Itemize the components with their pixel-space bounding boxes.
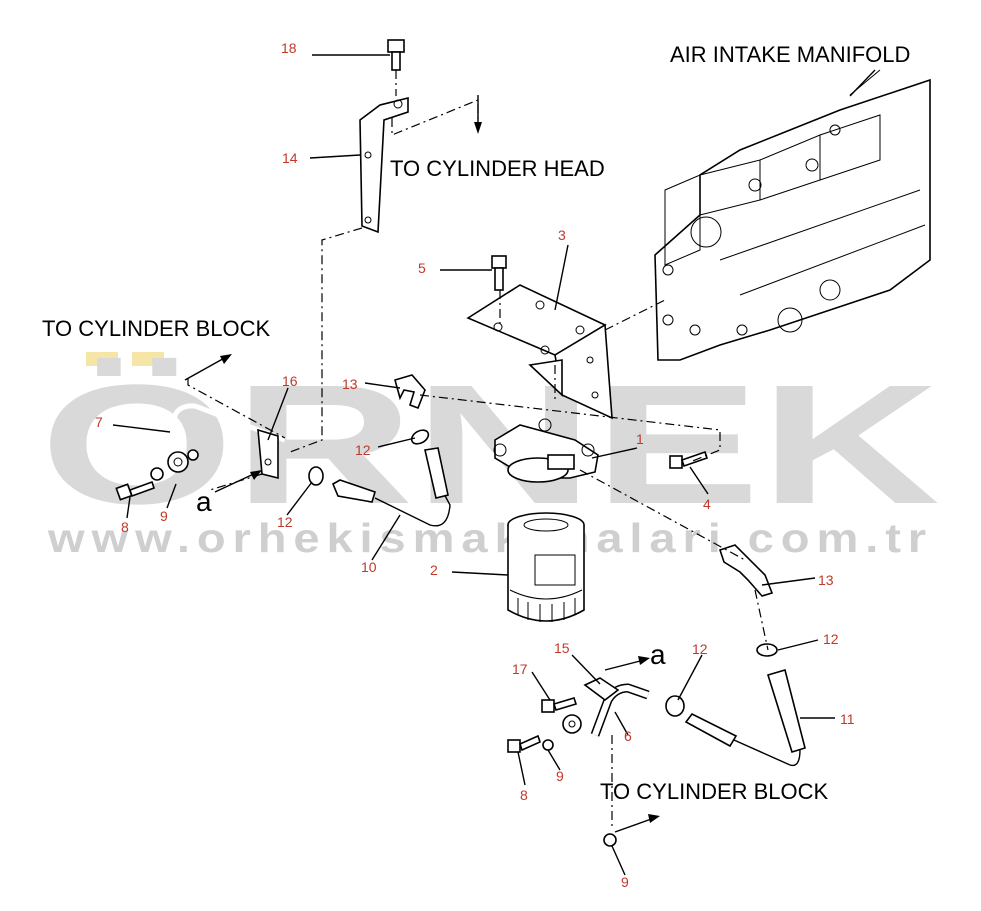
callout-17: 17 [512,661,528,677]
hose-11 [684,668,806,767]
arrows [184,69,876,833]
callout-13-top: 13 [342,376,358,392]
label-air-intake-manifold: AIR INTAKE MANIFOLD [670,42,910,67]
filter-head-1 [493,418,599,483]
bolt-18 [387,39,405,71]
callout-1: 1 [636,431,644,447]
callout-4: 4 [703,496,711,512]
washer-9-bottom [603,833,617,847]
label-to-cylinder-head: TO CYLINDER HEAD [390,156,605,181]
callout-12-bottom: 12 [692,641,708,657]
callout-2: 2 [430,562,438,578]
callout-numbers: 18 14 5 3 13 16 7 12 1 4 8 9 12 10 2 13 … [95,40,855,890]
bracket-15 [583,677,620,702]
label-to-cylinder-block-top: TO CYLINDER BLOCK [42,316,271,341]
callout-8-left: 8 [121,519,129,535]
bolt-17 [541,697,578,713]
callout-16: 16 [282,373,298,389]
washers-12 [308,429,778,717]
callout-13-right: 13 [818,572,834,588]
air-intake-manifold-drawing [654,69,931,361]
pipe-7 [150,403,286,481]
leader-lines [112,54,835,876]
callout-12-right: 12 [823,631,839,647]
bolt-8-bottom [507,734,554,753]
bolt-8-left [115,480,156,501]
bolt-4 [669,450,709,469]
callout-15: 15 [554,640,570,656]
elbow-13-top [394,374,426,410]
callout-6: 6 [624,728,632,744]
callout-3: 3 [558,227,566,243]
label-a-right: a [650,639,666,670]
watermark-url: www.orhekismakimalari.com.tr [47,515,933,561]
callout-9-left: 9 [160,508,168,524]
elbow-13-right [718,544,774,597]
callout-12-top: 12 [355,442,371,458]
callout-18: 18 [281,40,297,56]
callout-9-lowest: 9 [621,874,629,890]
callout-11: 11 [840,711,855,727]
callout-5: 5 [418,260,426,276]
watermark-word: ÖRNEK [40,350,940,540]
callout-9-bottom: 9 [556,768,564,784]
callout-8-bottom: 8 [520,787,528,803]
label-a-left: a [196,486,212,517]
callout-12-mid: 12 [277,514,293,530]
bolt-5 [491,255,507,291]
callout-7: 7 [95,414,103,430]
hose-10 [331,447,451,527]
clamp-16 [257,428,279,480]
callout-14: 14 [282,150,298,166]
watermark: ÖRNEK www.orhekismakimalari.com.tr [40,350,940,561]
bracket-3 [466,284,613,420]
callout-10: 10 [361,559,377,575]
label-to-cylinder-block-bottom: TO CYLINDER BLOCK [600,779,829,804]
filter-2 [507,512,585,622]
bracket-14 [359,96,409,234]
